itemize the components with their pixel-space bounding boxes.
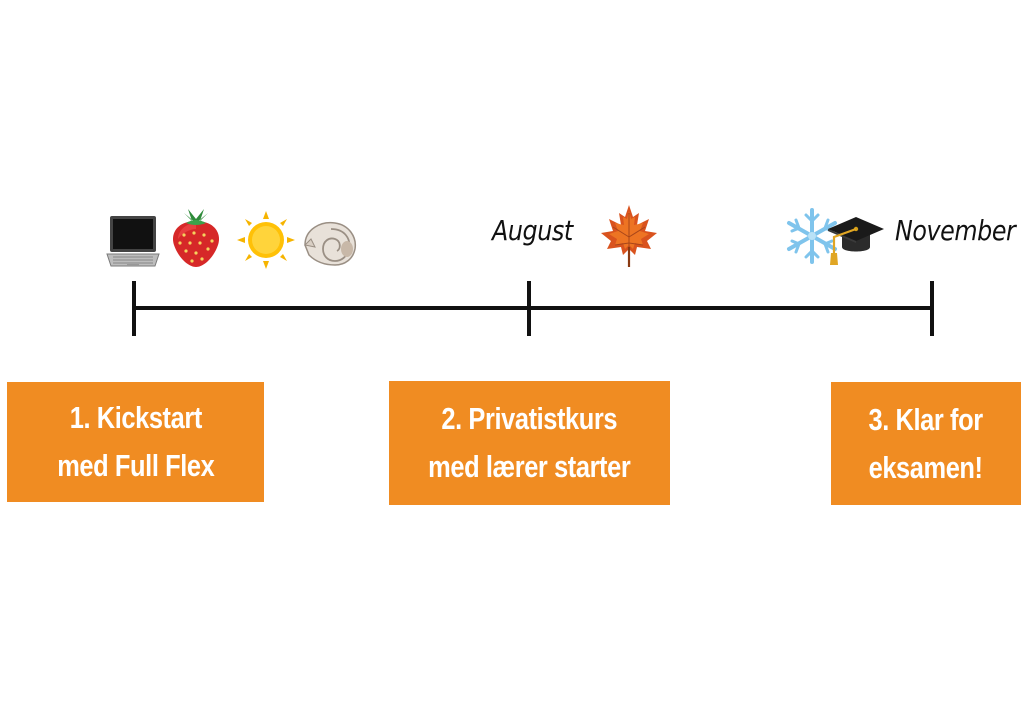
step-card-eksamen-line2: eksamen! <box>868 449 984 485</box>
sun-icon <box>237 211 295 269</box>
timeline-line <box>133 306 933 310</box>
step-card-kickstart: 1. Kickstart med Full Flex <box>7 382 264 502</box>
month-label-november: November <box>895 214 1016 247</box>
step-card-eksamen-text: 3. Klar for eksamen! <box>868 396 984 492</box>
step-card-kickstart-text: 1. Kickstart med Full Flex <box>56 394 215 490</box>
laptop-icon <box>106 216 160 267</box>
step-card-privatistkurs-line2: med lærer starter <box>428 449 631 484</box>
timeline-tick-august <box>527 281 531 336</box>
step-card-eksamen-line1: 3. Klar for <box>868 401 984 437</box>
step-card-privatistkurs-line1: 2. Privatistkurs <box>441 401 618 436</box>
graduation-cap-icon <box>828 217 884 265</box>
shell-icon <box>303 221 357 266</box>
step-card-privatistkurs-text: 2. Privatistkurs med lærer starter <box>428 395 631 491</box>
maple-leaf-icon <box>601 205 657 267</box>
step-card-kickstart-line2: med Full Flex <box>56 448 215 483</box>
timeline-tick-november <box>930 281 934 336</box>
month-label-august: August <box>492 214 573 247</box>
timeline-tick-start <box>132 281 136 336</box>
step-card-kickstart-line1: 1. Kickstart <box>69 400 202 435</box>
step-card-privatistkurs: 2. Privatistkurs med lærer starter <box>389 381 670 505</box>
step-card-eksamen: 3. Klar for eksamen! <box>831 382 1021 505</box>
strawberry-icon <box>172 209 220 267</box>
